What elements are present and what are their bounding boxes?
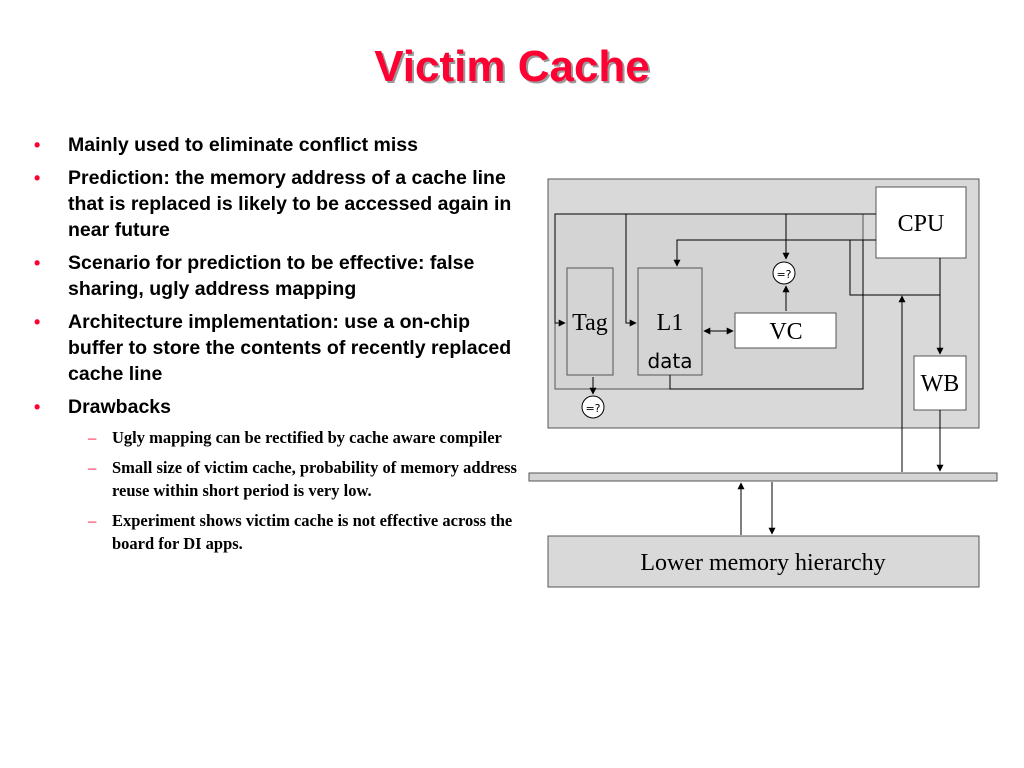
l1-label: L1 bbox=[657, 310, 684, 336]
comparator-icon bbox=[581, 395, 605, 419]
sub-bullet-item: –Experiment shows victim cache is not ef… bbox=[68, 509, 524, 555]
bullet-dot-icon: • bbox=[34, 397, 41, 417]
address-wire bbox=[625, 214, 637, 327]
bullet-dot-icon: • bbox=[34, 135, 41, 155]
bullet-text: Prediction: the memory address of a cach… bbox=[68, 167, 512, 241]
data-out-wire bbox=[669, 240, 864, 390]
sub-bullet-item: –Small size of victim cache, probability… bbox=[68, 456, 524, 502]
lower-memory-label: Lower memory hierarchy bbox=[640, 550, 885, 576]
sub-bullet-text: Experiment shows victim cache is not eff… bbox=[112, 511, 513, 553]
bullet-dot-icon: • bbox=[34, 253, 41, 273]
comparator-symbol: =? bbox=[776, 268, 791, 281]
data-wire bbox=[673, 239, 876, 267]
bullet-item: • Prediction: the memory address of a cac… bbox=[34, 165, 524, 243]
bullet-text: Architecture implementation: use a on-ch… bbox=[68, 311, 512, 385]
vc-wb-wire bbox=[849, 240, 940, 296]
sub-bullet-text: Ugly mapping can be rectified by cache a… bbox=[112, 428, 502, 447]
bullet-text: Mainly used to eliminate conflict miss bbox=[68, 134, 419, 156]
comparator-symbol: =? bbox=[585, 402, 600, 415]
bullet-item: • Scenario for prediction to be effective… bbox=[34, 250, 524, 302]
bullet-text: Scenario for prediction to be effective:… bbox=[68, 252, 475, 300]
lower-memory-box bbox=[547, 535, 980, 588]
sub-bullet-text: Small size of victim cache, probability … bbox=[112, 458, 517, 500]
bullet-dot-icon: • bbox=[34, 312, 41, 332]
address-wire bbox=[554, 213, 876, 327]
l1-data-box bbox=[637, 267, 703, 376]
dash-icon: – bbox=[88, 511, 97, 530]
slide-title: Victim Cache bbox=[374, 42, 650, 91]
memory-bus bbox=[528, 472, 998, 482]
dash-icon: – bbox=[88, 428, 97, 447]
wb-label: WB bbox=[921, 371, 960, 397]
bullet-item: • Mainly used to eliminate conflict miss bbox=[34, 132, 524, 158]
tag-label: Tag bbox=[572, 310, 608, 336]
sub-bullet-list: –Ugly mapping can be rectified by cache … bbox=[68, 426, 524, 555]
cpu-label: CPU bbox=[898, 211, 945, 237]
vc-label: VC bbox=[769, 319, 802, 345]
data-label: data bbox=[647, 349, 692, 373]
sub-bullet-item: –Ugly mapping can be rectified by cache … bbox=[68, 426, 524, 449]
comparator-icon bbox=[772, 261, 796, 285]
vc-box bbox=[734, 312, 837, 349]
dash-icon: – bbox=[88, 458, 97, 477]
bullet-list: •Mainly used to eliminate conflict miss … bbox=[34, 132, 524, 562]
bullet-text: Drawbacks bbox=[68, 396, 171, 418]
bullet-item: •Drawbacks –Ugly mapping can be rectifie… bbox=[34, 394, 524, 555]
bullet-item: • Architecture implementation: use a on-c… bbox=[34, 309, 524, 387]
wb-box bbox=[913, 355, 967, 411]
bullet-dot-icon: • bbox=[34, 168, 41, 188]
cpu-box bbox=[875, 186, 967, 259]
tag-box bbox=[566, 267, 614, 376]
